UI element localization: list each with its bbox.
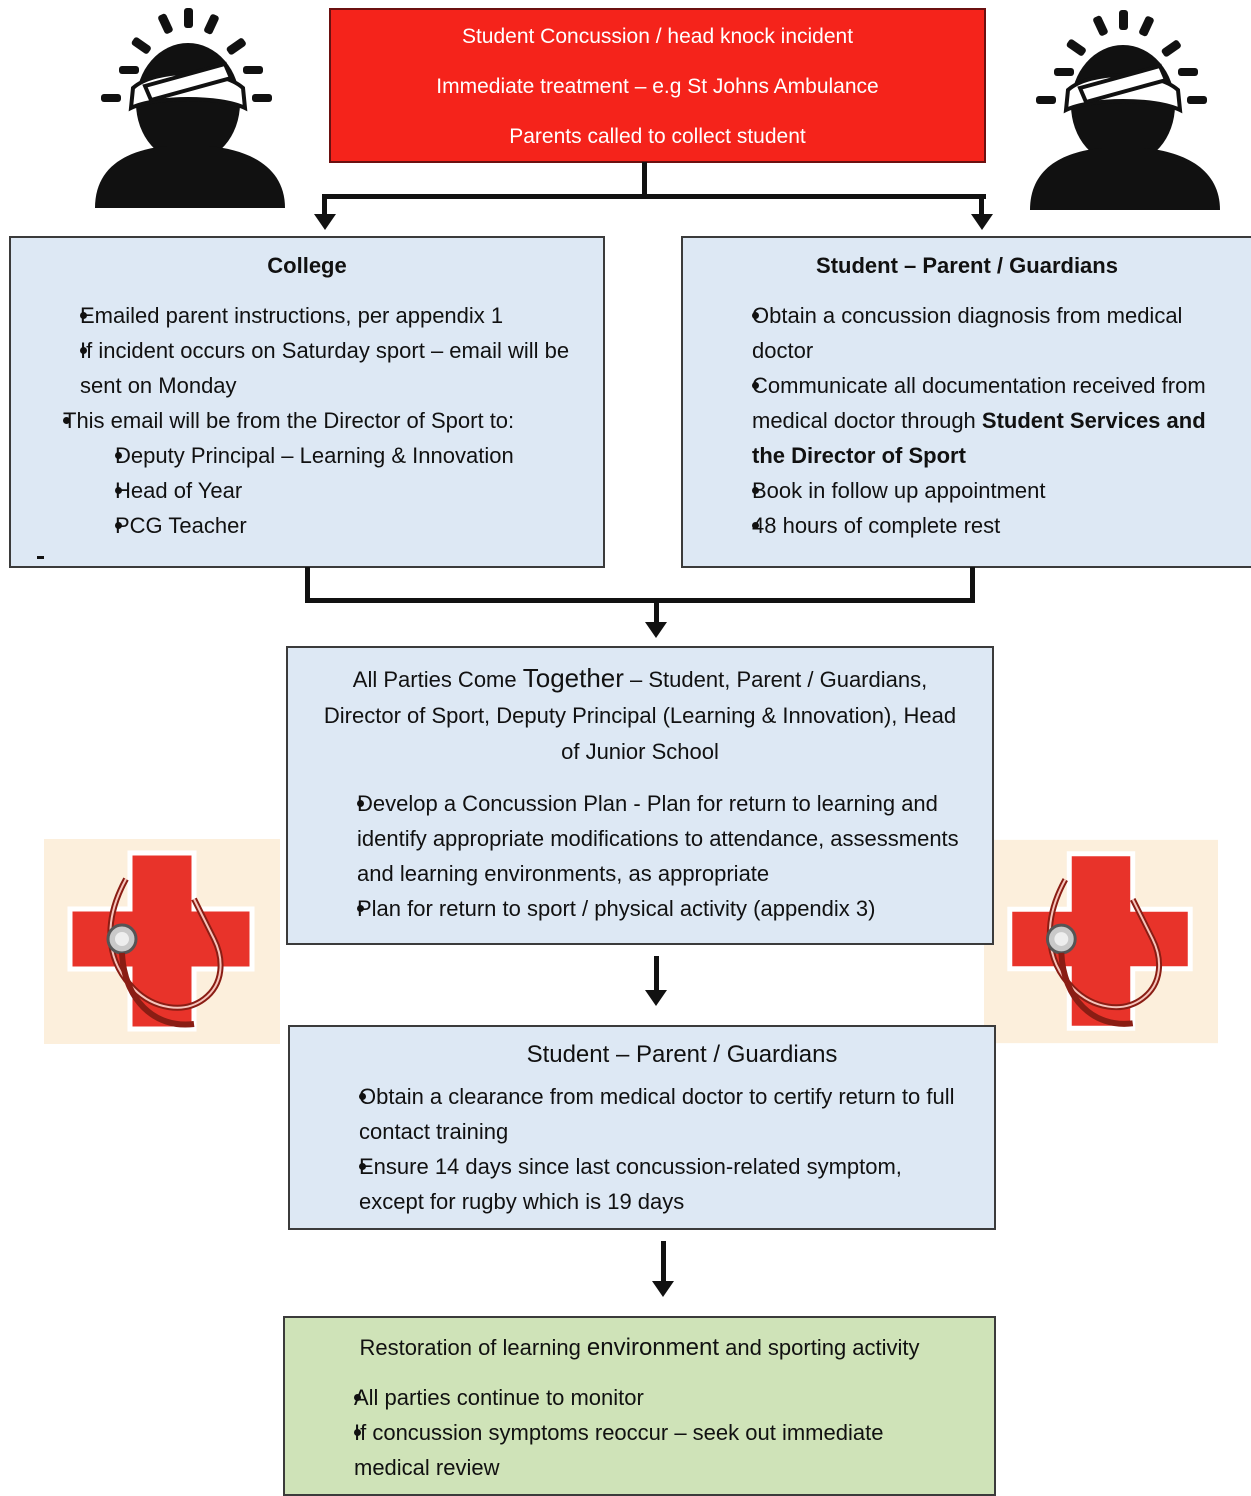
- list-item: Obtain a concussion diagnosis from medic…: [709, 298, 1234, 368]
- list-item: Plan for return to sport / physical acti…: [314, 891, 964, 926]
- medical-cross-stethoscope-icon-left: [44, 839, 280, 1044]
- together-heading: All Parties Come Together – Student, Par…: [323, 663, 957, 764]
- college-box: College Emailed parent instructions, per…: [9, 236, 605, 568]
- stray-mark: [37, 556, 44, 559]
- list-item: Deputy Principal – Learning & Innovation: [71, 438, 591, 473]
- arrow-to-restoration: [652, 1281, 674, 1297]
- incident-box: Student Concussion / head knock incident…: [329, 8, 986, 163]
- together-list: Develop a Concussion Plan - Plan for ret…: [314, 786, 964, 926]
- list-item: If incident occurs on Saturday sport – e…: [37, 333, 597, 403]
- injured-head-icon-right: [1030, 10, 1220, 210]
- arrow-to-parents: [971, 214, 993, 230]
- restoration-heading: Restoration of learning environment and …: [359, 1334, 920, 1361]
- list-item: All parties continue to monitor: [311, 1380, 951, 1415]
- college-title: College: [267, 253, 347, 278]
- arrow-to-college: [314, 214, 336, 230]
- list-item: Develop a Concussion Plan - Plan for ret…: [314, 786, 964, 891]
- list-item: Book in follow up appointment: [709, 473, 1234, 508]
- list-item: Emailed parent instructions, per appendi…: [37, 298, 597, 333]
- restoration-box: Restoration of learning environment and …: [283, 1316, 996, 1496]
- incident-line-3: Parents called to collect student: [509, 125, 806, 148]
- parents-first-list: Obtain a concussion diagnosis from medic…: [709, 298, 1234, 543]
- college-sublist: Deputy Principal – Learning & Innovation…: [71, 438, 591, 543]
- together-box: All Parties Come Together – Student, Par…: [286, 646, 994, 945]
- list-item: Obtain a clearance from medical doctor t…: [316, 1079, 966, 1149]
- parents-second-box: Student – Parent / Guardians Obtain a cl…: [288, 1025, 996, 1230]
- list-item: Ensure 14 days since last concussion-rel…: [316, 1149, 966, 1219]
- medical-cross-stethoscope-icon-right: [984, 839, 1218, 1044]
- incident-line-2: Immediate treatment – e.g St Johns Ambul…: [436, 75, 879, 98]
- list-item: Head of Year: [71, 473, 591, 508]
- parents-second-title: Student – Parent / Guardians: [526, 1041, 838, 1068]
- list-item: Communicate all documentation received f…: [709, 368, 1234, 473]
- arrow-to-together: [645, 622, 667, 638]
- parents-second-list: Obtain a clearance from medical doctor t…: [316, 1079, 966, 1219]
- restoration-list: All parties continue to monitor If concu…: [311, 1380, 951, 1485]
- parents-first-title: Student – Parent / Guardians: [816, 253, 1118, 278]
- injured-head-icon-left: [95, 8, 285, 208]
- list-item: 48 hours of complete rest: [709, 508, 1234, 543]
- parents-first-box: Student – Parent / Guardians Obtain a co…: [681, 236, 1251, 568]
- arrow-to-parents-second: [645, 990, 667, 1006]
- list-item: This email will be from the Director of …: [37, 403, 597, 438]
- list-item: If concussion symptoms reoccur – seek ou…: [311, 1415, 951, 1485]
- list-item: PCG Teacher: [71, 508, 591, 543]
- college-list: Emailed parent instructions, per appendi…: [37, 298, 597, 438]
- incident-line-1: Student Concussion / head knock incident: [461, 25, 854, 48]
